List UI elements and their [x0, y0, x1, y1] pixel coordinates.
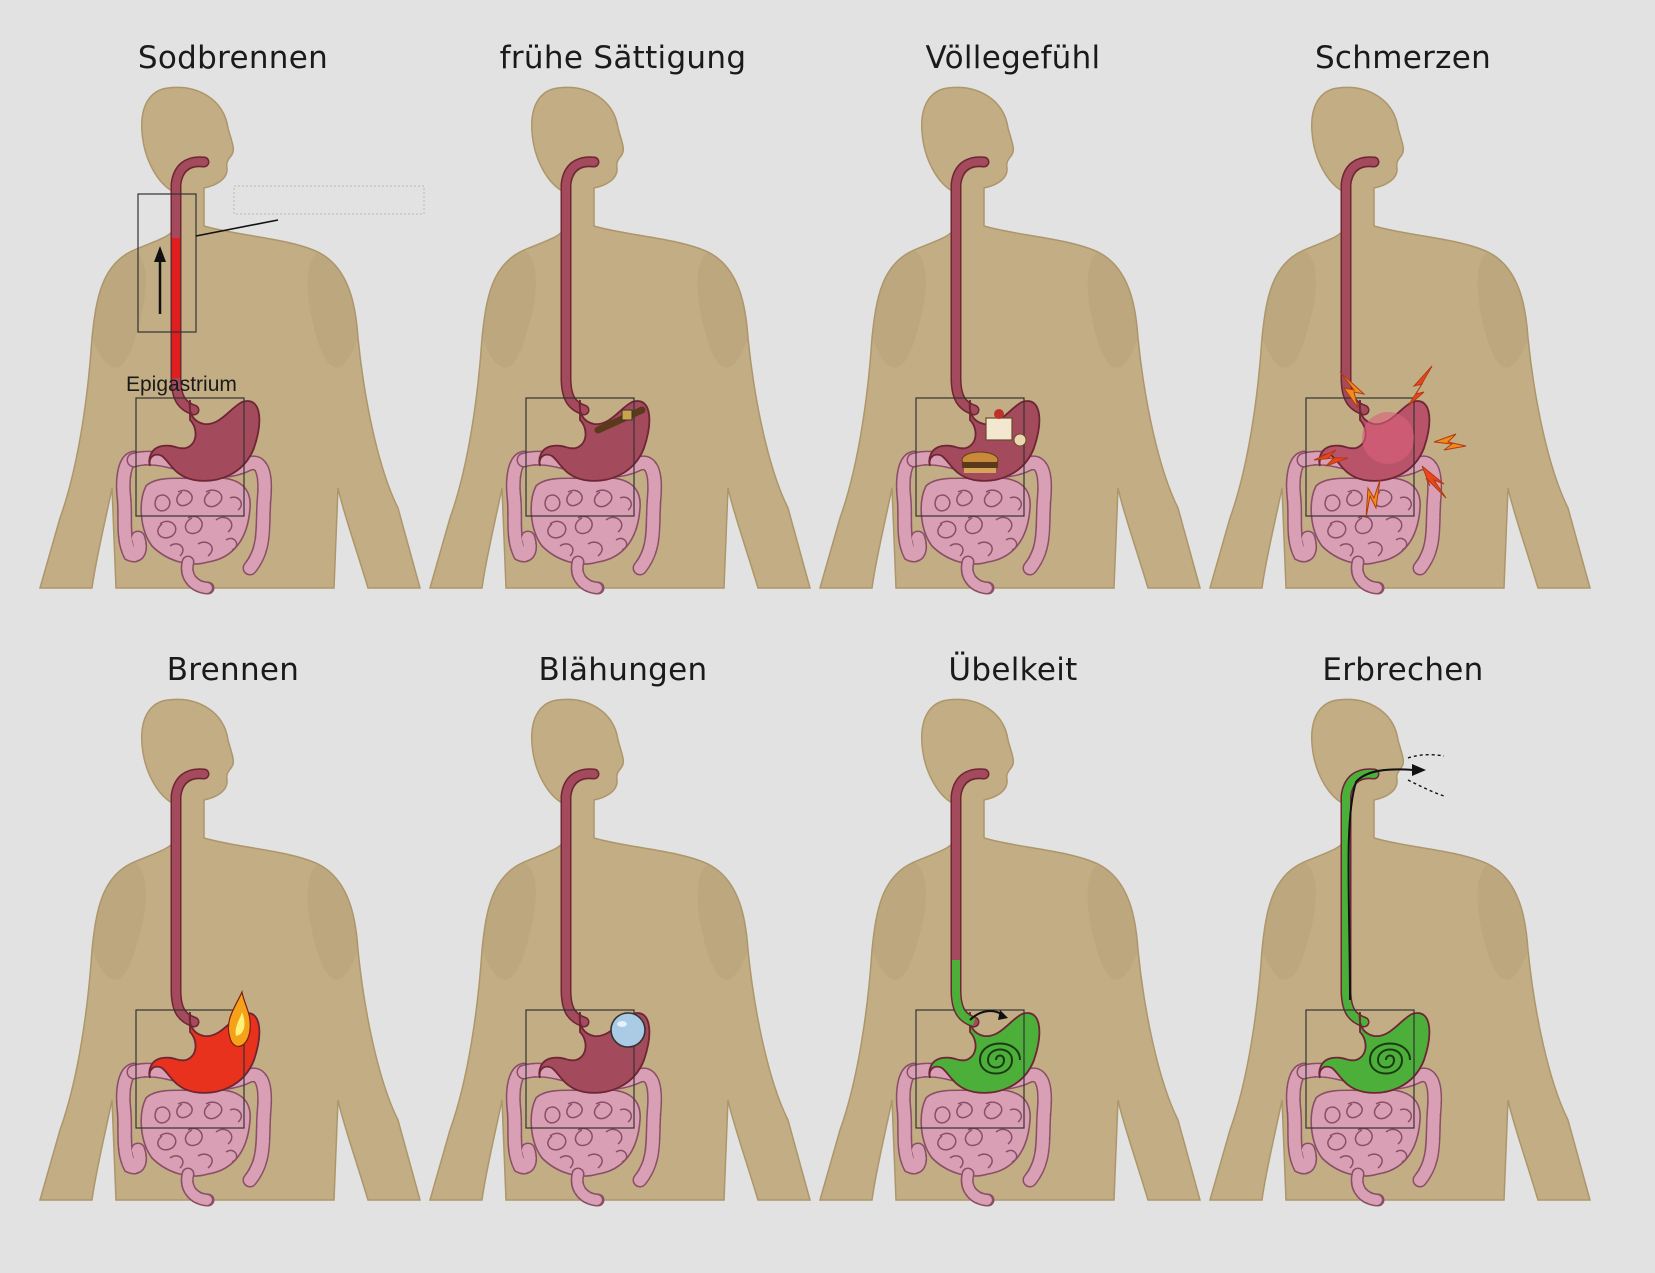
torso-group: [819, 86, 1201, 595]
epigastrium-box: [135, 1009, 245, 1129]
belt-buckle: [621, 409, 633, 421]
food-icon: [961, 409, 1027, 473]
callout-box: [233, 185, 425, 215]
intestines: [505, 450, 663, 595]
panel-title: Sodbrennen: [137, 40, 329, 76]
epigastrium-box: [525, 397, 635, 517]
esophagus-green: [952, 960, 976, 1026]
esophagus: [562, 769, 598, 1026]
esophagus: [172, 769, 208, 1026]
panel-title: Völlegefühl: [925, 40, 1101, 76]
torso-group: [39, 698, 421, 1207]
torso-illustration: [429, 698, 811, 1207]
epigastrium-box: [915, 1009, 1025, 1129]
lightning-icon: [1433, 433, 1467, 451]
panel-voellegefuehl: Völlegefühl: [818, 18, 1208, 630]
spray-line-bottom: [1407, 779, 1445, 797]
spiral-icon: [978, 1042, 1021, 1075]
stomach: [148, 399, 261, 482]
burger-patty: [962, 462, 998, 468]
lightning-icon: [1313, 449, 1349, 467]
heartburn-box: [137, 193, 197, 333]
intestines: [1285, 450, 1443, 595]
intestines: [1285, 1062, 1443, 1207]
belt-icon: [594, 406, 646, 434]
panel-title: frühe Sättigung: [499, 40, 747, 76]
torso-group: [1209, 86, 1591, 595]
stomach: [928, 1011, 1041, 1094]
intestines: [115, 1062, 273, 1207]
panel-schmerzen: Schmerzen: [1208, 18, 1598, 630]
panel-uebelkeit: Übelkeit: [818, 630, 1208, 1242]
lightning-icon: [1339, 371, 1366, 409]
panel-brennen: Brennen: [38, 630, 428, 1242]
panel-erbrechen: Erbrechen: [1208, 630, 1598, 1242]
esophagus: [1342, 157, 1378, 414]
spiral-icon: [1368, 1042, 1411, 1075]
torso-illustration: [819, 86, 1201, 595]
torso-illustration: [1209, 698, 1591, 1207]
torso-group: [819, 698, 1201, 1207]
cake-slice: [985, 417, 1013, 441]
epigastrium-box: [135, 397, 245, 517]
lightning-icon: [1365, 479, 1381, 519]
panel-title: Brennen: [166, 652, 300, 688]
torso-illustration: Epigastrium: [39, 86, 425, 595]
bubble-highlight: [617, 1021, 627, 1027]
panel-blaehungen: Blähungen: [428, 630, 818, 1242]
pain-glow: [1362, 412, 1414, 464]
torso-group: [1209, 698, 1591, 1207]
egg: [1013, 433, 1027, 447]
panel-sodbrennen: Sodbrennen Epigastrium: [38, 18, 428, 630]
torso-illustration: [429, 86, 811, 595]
vomit-arrowhead: [1412, 764, 1426, 776]
panel-title: Schmerzen: [1314, 40, 1492, 76]
esophagus: [1342, 769, 1378, 1026]
stomach: [1318, 1011, 1431, 1094]
epigastrium-label: Epigastrium: [126, 373, 237, 396]
panel-fruehe-saettigung: frühe Sättigung: [428, 18, 818, 630]
lightning-icon: [1407, 365, 1433, 407]
panel-title: Erbrechen: [1322, 652, 1484, 688]
torso-group: [429, 698, 811, 1207]
callout-line: [195, 219, 279, 237]
epigastrium-box: [915, 397, 1025, 517]
torso-illustration: [39, 698, 421, 1207]
esophagus: [562, 157, 598, 414]
burger-bun-bottom: [964, 468, 996, 473]
torso-group: Epigastrium: [39, 86, 425, 595]
vomit-arrow-icon: [1347, 768, 1415, 1001]
panel-title: Übelkeit: [948, 652, 1078, 688]
nausea-arrowhead: [998, 1010, 1008, 1020]
epigastrium-box: [525, 1009, 635, 1129]
cherry: [994, 409, 1004, 419]
epigastrium-box: [1305, 397, 1415, 517]
arrow-up-head: [154, 246, 166, 262]
torso-group: [429, 86, 811, 595]
torso-illustration: [819, 698, 1201, 1207]
flame-core: [235, 1012, 245, 1036]
torso-illustration: [1209, 86, 1591, 595]
spray-line-top: [1407, 753, 1445, 759]
gas-bubble-icon: [610, 1012, 646, 1048]
panel-title: Blähungen: [538, 652, 708, 688]
epigastrium-box: [1305, 1009, 1415, 1129]
esophagus: [952, 157, 988, 414]
lightning-icon: [1421, 465, 1447, 499]
